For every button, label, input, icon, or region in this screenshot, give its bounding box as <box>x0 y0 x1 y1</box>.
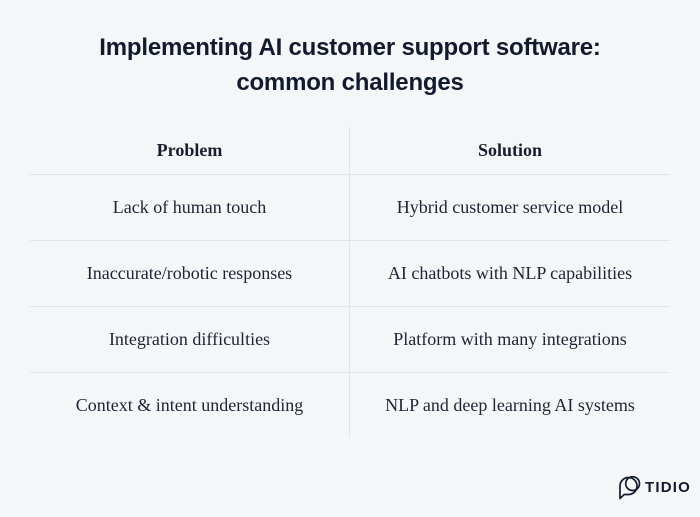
table-cell-problem: Context & intent understanding <box>30 372 350 438</box>
table-cell-problem: Lack of human touch <box>30 174 350 240</box>
table-cell-solution: Hybrid customer service model <box>350 174 670 240</box>
page-title-line-2: common challenges <box>236 69 464 96</box>
column-header-problem: Problem <box>30 127 350 174</box>
problem-solution-table: Problem Solution Lack of human touch Hyb… <box>30 127 670 438</box>
table-cell-solution: Platform with many integrations <box>350 306 670 372</box>
tidio-bubble-icon <box>617 474 642 501</box>
tidio-wordmark: TIDIO <box>645 479 691 496</box>
column-header-solution: Solution <box>477 140 543 160</box>
table-cell-solution: NLP and deep learning AI systems <box>350 372 670 438</box>
table-cell-problem: Inaccurate/robotic responses <box>30 240 350 306</box>
page-title: Implementing AI customer support softwar… <box>0 30 700 100</box>
page-title-line-1: Implementing AI customer support softwar… <box>99 34 601 61</box>
table-cell-solution: AI chatbots with NLP capabilities <box>350 240 670 306</box>
tidio-logo: TIDIO <box>617 474 691 501</box>
table-cell-problem: Integration difficulties <box>30 306 350 372</box>
